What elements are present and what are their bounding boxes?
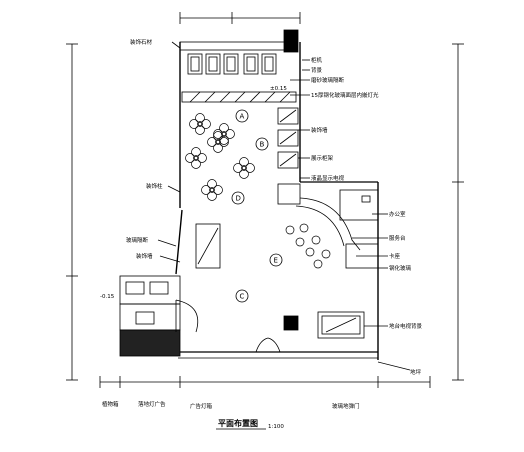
counter-chair — [321, 249, 331, 259]
column-top-right — [283, 29, 299, 53]
label-l3: 装饰墙 — [136, 252, 153, 260]
label-r7: 液晶显示电视 — [311, 174, 345, 182]
label-r4: 15厚钢化玻璃面层内嵌灯光 — [311, 91, 379, 99]
zone-a: A — [240, 113, 245, 121]
label-b2: 落地灯广告 — [138, 400, 166, 408]
label-r1: 柜机 — [311, 56, 323, 64]
tv-wall-display — [317, 311, 365, 339]
label-b1: 植物箱 — [102, 400, 119, 408]
label-r2: 背景 — [311, 66, 323, 74]
label-r12: 地台电视背景 — [389, 322, 423, 330]
label-r3: 磨砂玻璃隔断 — [311, 76, 345, 84]
zone-marker-b — [255, 137, 269, 151]
service-counter — [299, 197, 361, 251]
label-b4: 玻璃地弹门 — [332, 402, 360, 410]
label-r11: 钢化玻璃 — [389, 264, 412, 272]
zone-marker-e — [269, 253, 283, 267]
planter-box — [119, 329, 181, 357]
level-upper: ±0.15 — [270, 86, 287, 92]
label-r8: 办公室 — [389, 210, 406, 218]
zone-marker-a — [235, 109, 249, 123]
table-cluster — [201, 179, 223, 201]
table-cluster — [189, 113, 211, 135]
label-top-left: 装饰石材 — [130, 38, 153, 46]
glass-counter — [181, 91, 297, 103]
zone-marker-d — [231, 191, 245, 205]
level-lower: -0.15 — [100, 294, 115, 300]
counter-chair — [313, 259, 323, 269]
counter-chair — [295, 237, 305, 247]
label-r9: 服务台 — [389, 234, 406, 242]
label-r10: 卡座 — [389, 252, 401, 260]
entry-door — [175, 299, 199, 333]
label-r13: 地坪 — [410, 368, 422, 376]
table-cluster — [207, 131, 229, 153]
counter-chair — [305, 247, 315, 257]
label-l1: 装饰柱 — [146, 182, 163, 190]
label-r5: 装饰墙 — [311, 126, 328, 134]
office-room — [339, 189, 379, 221]
counter-chair — [285, 225, 295, 235]
top-wall — [179, 41, 293, 51]
tv-cabinet — [277, 183, 301, 205]
counter-chairs — [285, 223, 331, 269]
table-cluster — [213, 123, 235, 145]
label-b3: 广告灯箱 — [190, 402, 213, 410]
counter-chair — [311, 235, 321, 245]
table-cluster — [185, 147, 207, 169]
label-l2: 玻璃隔断 — [126, 236, 149, 244]
sofa — [195, 223, 221, 269]
seating-clusters — [185, 113, 255, 201]
counter-chair — [299, 223, 309, 233]
drawing-title: 平面布置图 — [218, 418, 258, 428]
column-center — [283, 315, 299, 331]
table-cluster — [233, 157, 255, 179]
zone-b: B — [260, 141, 265, 149]
label-r6: 展示柜架 — [311, 154, 334, 162]
zone-d: D — [236, 195, 241, 203]
zone-c: C — [240, 293, 245, 301]
zone-e: E — [274, 257, 278, 265]
zone-marker-c — [235, 289, 249, 303]
drawing-scale: 1:100 — [268, 424, 284, 430]
